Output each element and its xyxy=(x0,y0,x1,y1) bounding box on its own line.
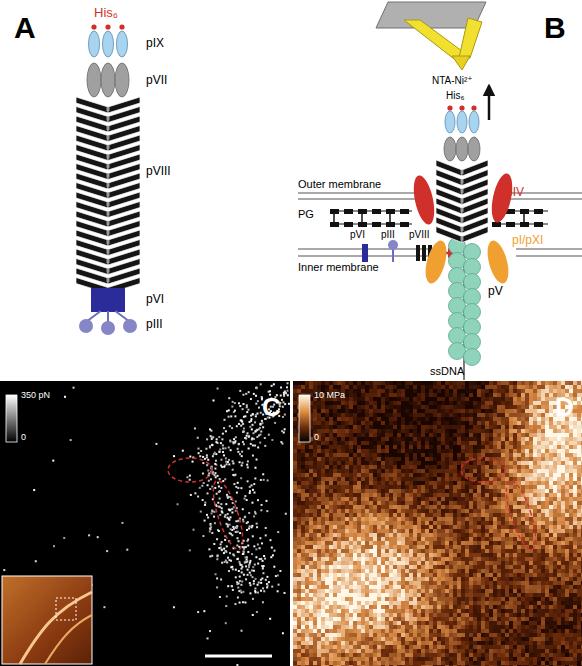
figure-stage: ABHis₆pIXpVIIpVIIIpVIpIIINTA-Ni²⁺His₆pIV… xyxy=(0,0,582,666)
